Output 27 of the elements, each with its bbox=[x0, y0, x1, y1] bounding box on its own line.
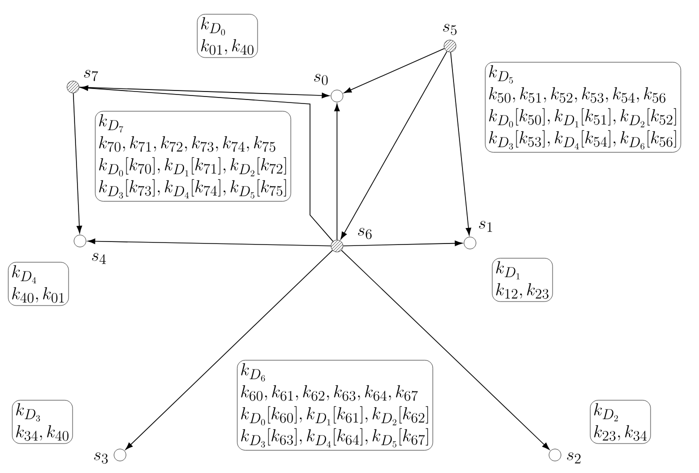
key-box: $k_{D_7}$ $k_{70},k_{71},k_{72},k_{73},k_{74},k_{75}$ $k_{D_0}[k_{70}],k_{D_1}[k_{71}],k_{D_2}[k_{72}]$ $k_{D_3}[k_{73}],k_{D_4}[k_{74}],k_{D_5}[k_{75}]$ bbox=[95, 111, 292, 202]
key-box: $k_{D_5}$ $k_{50},k_{51},k_{52},k_{53},k_{54},k_{56}$ $k_{D_0}[k_{50}],k_{D_1}[k_{51}],k_{D_2}[k_{52}]$ $k_{D_3}[k_{53}],k_{D_4}[k_{54}],k_{D_6}[k_{56}]$ bbox=[485, 62, 682, 152]
key-box: $k_{D_0}$ $k_{01},k_{40}$ bbox=[197, 14, 258, 58]
arrow bbox=[340, 51, 448, 240]
key-box: $k_{D_4}$ $k_{40},k_{01}$ bbox=[8, 262, 69, 306]
state-label: $s_3$ bbox=[94, 452, 108, 464]
key-box: $k_{D_2}$ $k_{23},k_{34}$ bbox=[590, 400, 651, 444]
arrow bbox=[125, 250, 333, 450]
state-label: $s_4$ bbox=[92, 253, 106, 264]
state-label: $s_1$ bbox=[479, 220, 492, 232]
state-label: $s_7$ bbox=[84, 70, 98, 82]
state-label: $s_2$ bbox=[567, 452, 580, 464]
state-label: $s_0$ bbox=[314, 74, 328, 86]
state-label: $s_6$ bbox=[358, 228, 372, 240]
arrow bbox=[342, 240, 462, 246]
state-label: $s_5$ bbox=[443, 24, 457, 36]
arrow bbox=[88, 238, 332, 246]
arrow bbox=[450, 52, 472, 236]
key-box: $k_{D_1}$ $k_{12},k_{23}$ bbox=[492, 258, 553, 302]
arrow bbox=[72, 92, 82, 234]
arrow bbox=[80, 85, 334, 242]
arrow bbox=[78, 86, 330, 98]
key-box: $k_{D_3}$ $k_{34},k_{40}$ bbox=[12, 400, 73, 444]
arrow bbox=[341, 250, 550, 450]
arrow bbox=[334, 104, 340, 240]
arrow bbox=[344, 48, 445, 94]
key-box: $k_{D_6}$ $k_{60},k_{61},k_{62},k_{63},k_{64},k_{67}$ $k_{D_0}[k_{60}],k_{D_1}[k_{61}],k_{D_2}[k_{62}]$ $k_{D_3}[k_{63}],k_{D_4}[k_{64}],k_{D_5}[k_{67}]$ bbox=[237, 360, 434, 450]
